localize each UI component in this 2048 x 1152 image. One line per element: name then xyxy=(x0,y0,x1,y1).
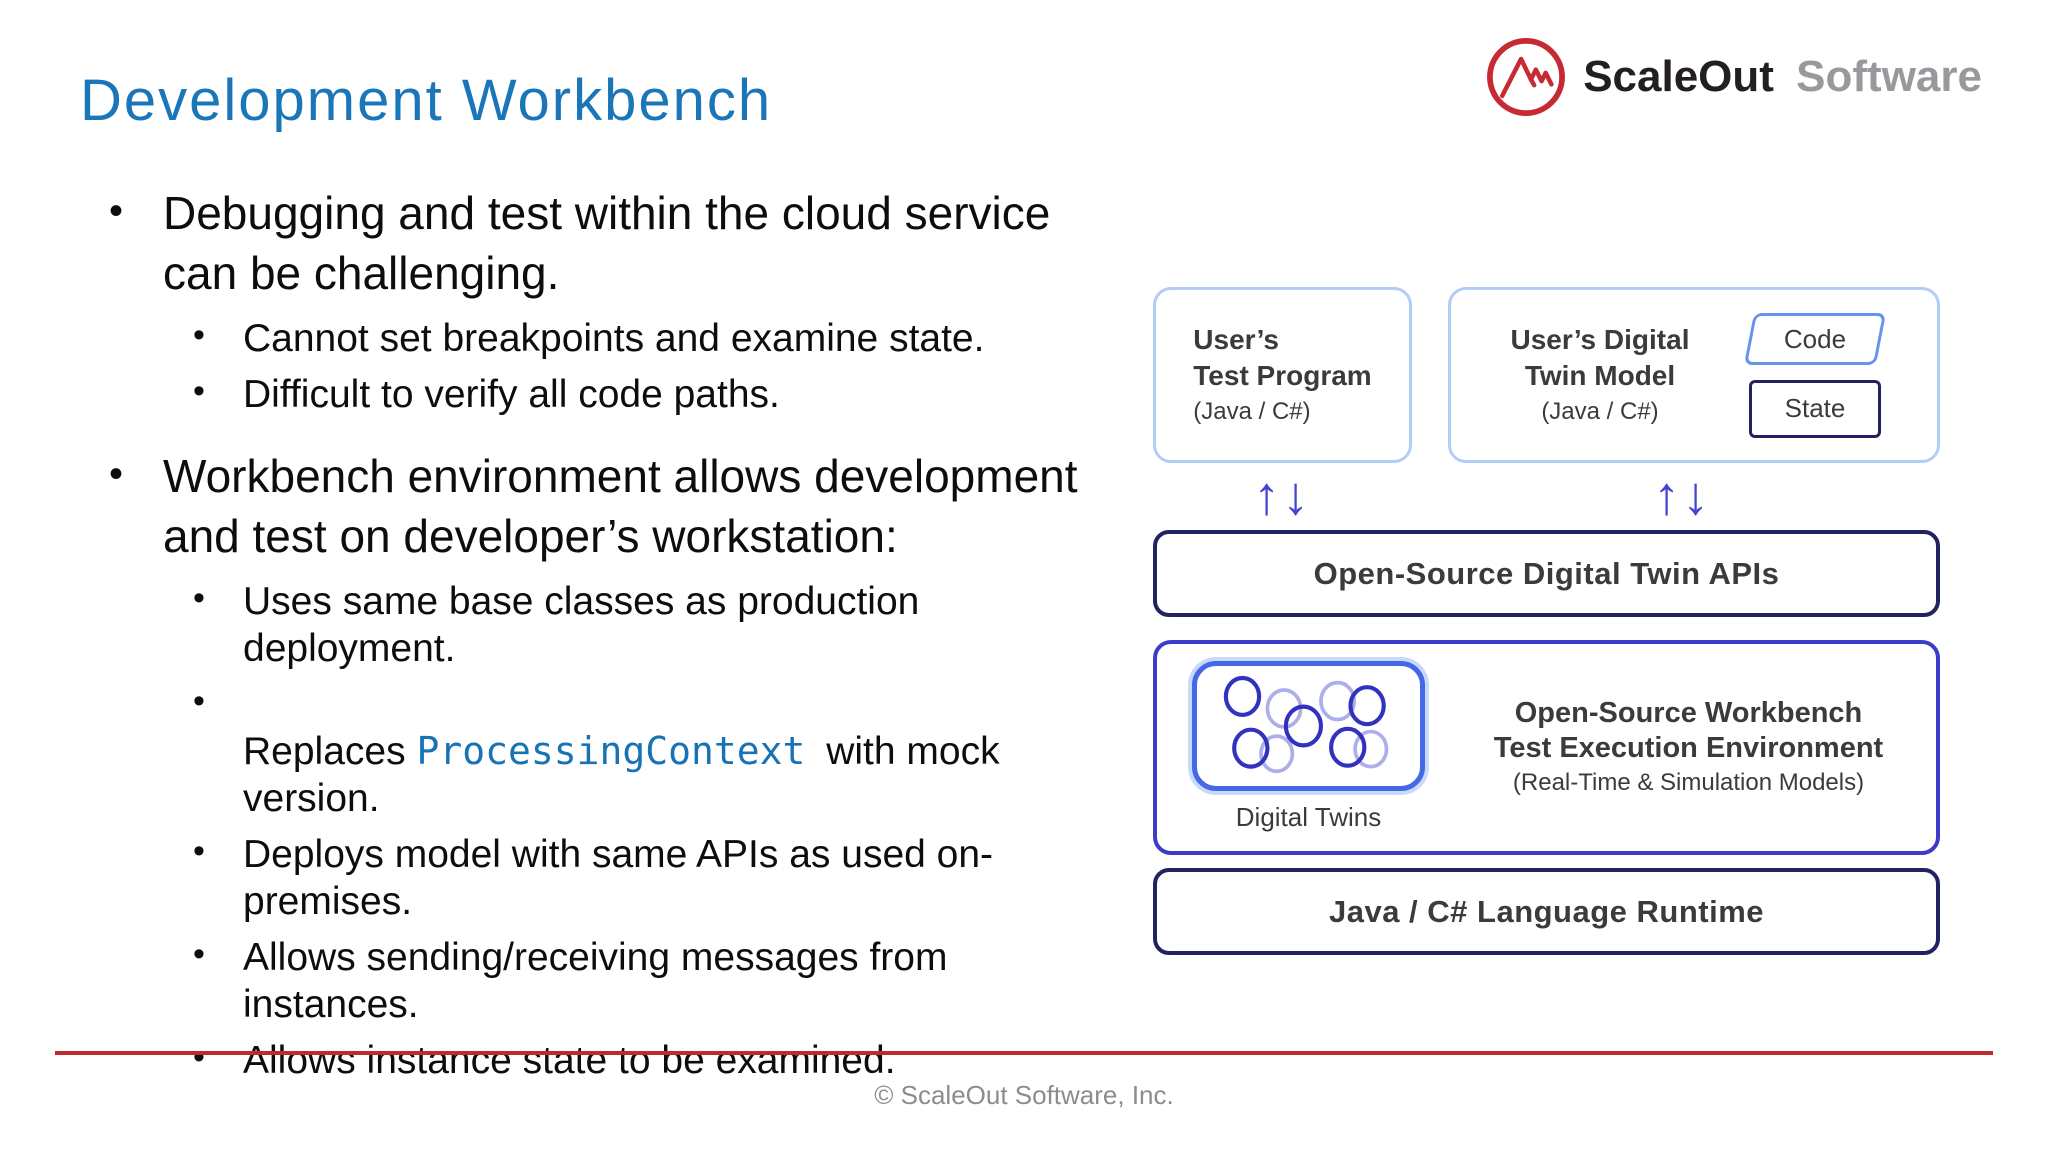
sub-bullet-item: Difficult to verify all code paths. xyxy=(191,368,1165,418)
bullet-list: Debugging and test within the cloud serv… xyxy=(105,181,1165,1084)
logo-brand-secondary: Software xyxy=(1796,52,1982,101)
sub-bullet-list: Uses same base classes as production dep… xyxy=(163,575,1165,1084)
sub-bullet-text: Difficult to verify all code paths. xyxy=(243,373,780,416)
bullet-text: Workbench environment allows development… xyxy=(163,450,1078,562)
box-title: User’s xyxy=(1193,324,1279,355)
sub-bullet-item: Uses same base classes as production dep… xyxy=(191,575,1165,672)
sub-bullet-item: Replaces ProcessingContext with mock ver… xyxy=(191,678,1165,822)
logo-brand-primary: ScaleOut xyxy=(1583,52,1774,101)
bidirectional-arrows-icon: ↑↓ xyxy=(1253,466,1311,526)
page-title: Development Workbench xyxy=(80,67,773,133)
bullet-text: Debugging and test within the cloud serv… xyxy=(163,187,1051,299)
code-parallelogram: Code xyxy=(1743,312,1887,365)
sub-bullet-item: Allows instance state to be examined. xyxy=(191,1034,1165,1084)
code-state-column: Code State xyxy=(1743,312,1887,438)
scaleout-logo: ScaleOut Software xyxy=(1485,36,1982,118)
language-runtime-box: Java / C# Language Runtime xyxy=(1153,868,1940,955)
digital-twins-cluster-box xyxy=(1192,661,1425,791)
workbench-title-line: Open-Source Workbench xyxy=(1514,697,1863,729)
workbench-architecture-diagram: User’s Test Program (Java / C#) User’s D… xyxy=(1153,287,1940,967)
sub-bullet-text: Deploys model with same APIs as used on-… xyxy=(243,833,994,923)
digital-twins-label: Digital Twins xyxy=(1235,802,1382,832)
sub-bullet-text: with mock version. xyxy=(243,730,1000,820)
digital-twin-instances-icon xyxy=(1223,675,1389,774)
runtime-box-label: Java / C# Language Runtime xyxy=(1328,893,1765,929)
sub-bullet-text: Allows sending/receiving messages from i… xyxy=(243,936,948,1026)
sub-bullet-text: Cannot set breakpoints and examine state… xyxy=(243,317,985,360)
diagram-top-row: User’s Test Program (Java / C#) User’s D… xyxy=(1153,287,1940,463)
sub-bullet-text: Uses same base classes as production dep… xyxy=(243,580,920,670)
box-subtitle: (Java / C#) xyxy=(1541,398,1659,425)
api-box-label: Open-Source Digital Twin APIs xyxy=(1313,555,1780,591)
workbench-title-line: Test Execution Environment xyxy=(1493,732,1884,764)
sub-bullet-text: Replaces xyxy=(243,730,417,773)
workbench-subtitle-line: (Real-Time & Simulation Models) xyxy=(1512,769,1865,796)
state-label: State xyxy=(1784,393,1846,423)
digital-twin-apis-box: Open-Source Digital Twin APIs xyxy=(1153,530,1940,617)
workbench-text-block: Open-Source Workbench Test Execution Env… xyxy=(1449,696,1928,798)
code-label: Code xyxy=(1783,323,1847,353)
sub-bullet-list: Cannot set breakpoints and examine state… xyxy=(163,312,1165,418)
copyright-text: © ScaleOut Software, Inc. xyxy=(874,1080,1174,1110)
bullet-item: Debugging and test within the cloud serv… xyxy=(105,181,1165,418)
footer-divider-line xyxy=(55,1051,1993,1055)
box-title: Test Program xyxy=(1193,360,1372,391)
mountain-in-circle-logo-icon xyxy=(1487,38,1566,116)
sub-bullet-item: Deploys model with same APIs as used on-… xyxy=(191,828,1165,925)
bidirectional-arrows-icon: ↑↓ xyxy=(1653,466,1711,526)
sub-bullet-text: Allows instance state to be examined. xyxy=(243,1039,896,1082)
sub-bullet-item: Cannot set breakpoints and examine state… xyxy=(191,312,1165,362)
sub-bullet-item: Allows sending/receiving messages from i… xyxy=(191,931,1165,1028)
box-title: Twin Model xyxy=(1524,360,1676,391)
state-rectangle: State xyxy=(1749,379,1881,438)
box-title: User’s Digital xyxy=(1510,324,1690,355)
logo-wordmark: ScaleOut Software xyxy=(1583,52,1982,102)
users-digital-twin-model-box: User’s Digital Twin Model (Java / C#) Co… xyxy=(1448,287,1940,463)
workbench-environment-box: Digital Twins Open-Source Workbench Test… xyxy=(1153,640,1940,855)
box-subtitle: (Java / C#) xyxy=(1193,398,1311,425)
bullet-item: Workbench environment allows development… xyxy=(105,444,1165,1084)
processing-context-code: ProcessingContext xyxy=(416,729,806,773)
users-test-program-box: User’s Test Program (Java / C#) xyxy=(1153,287,1412,463)
